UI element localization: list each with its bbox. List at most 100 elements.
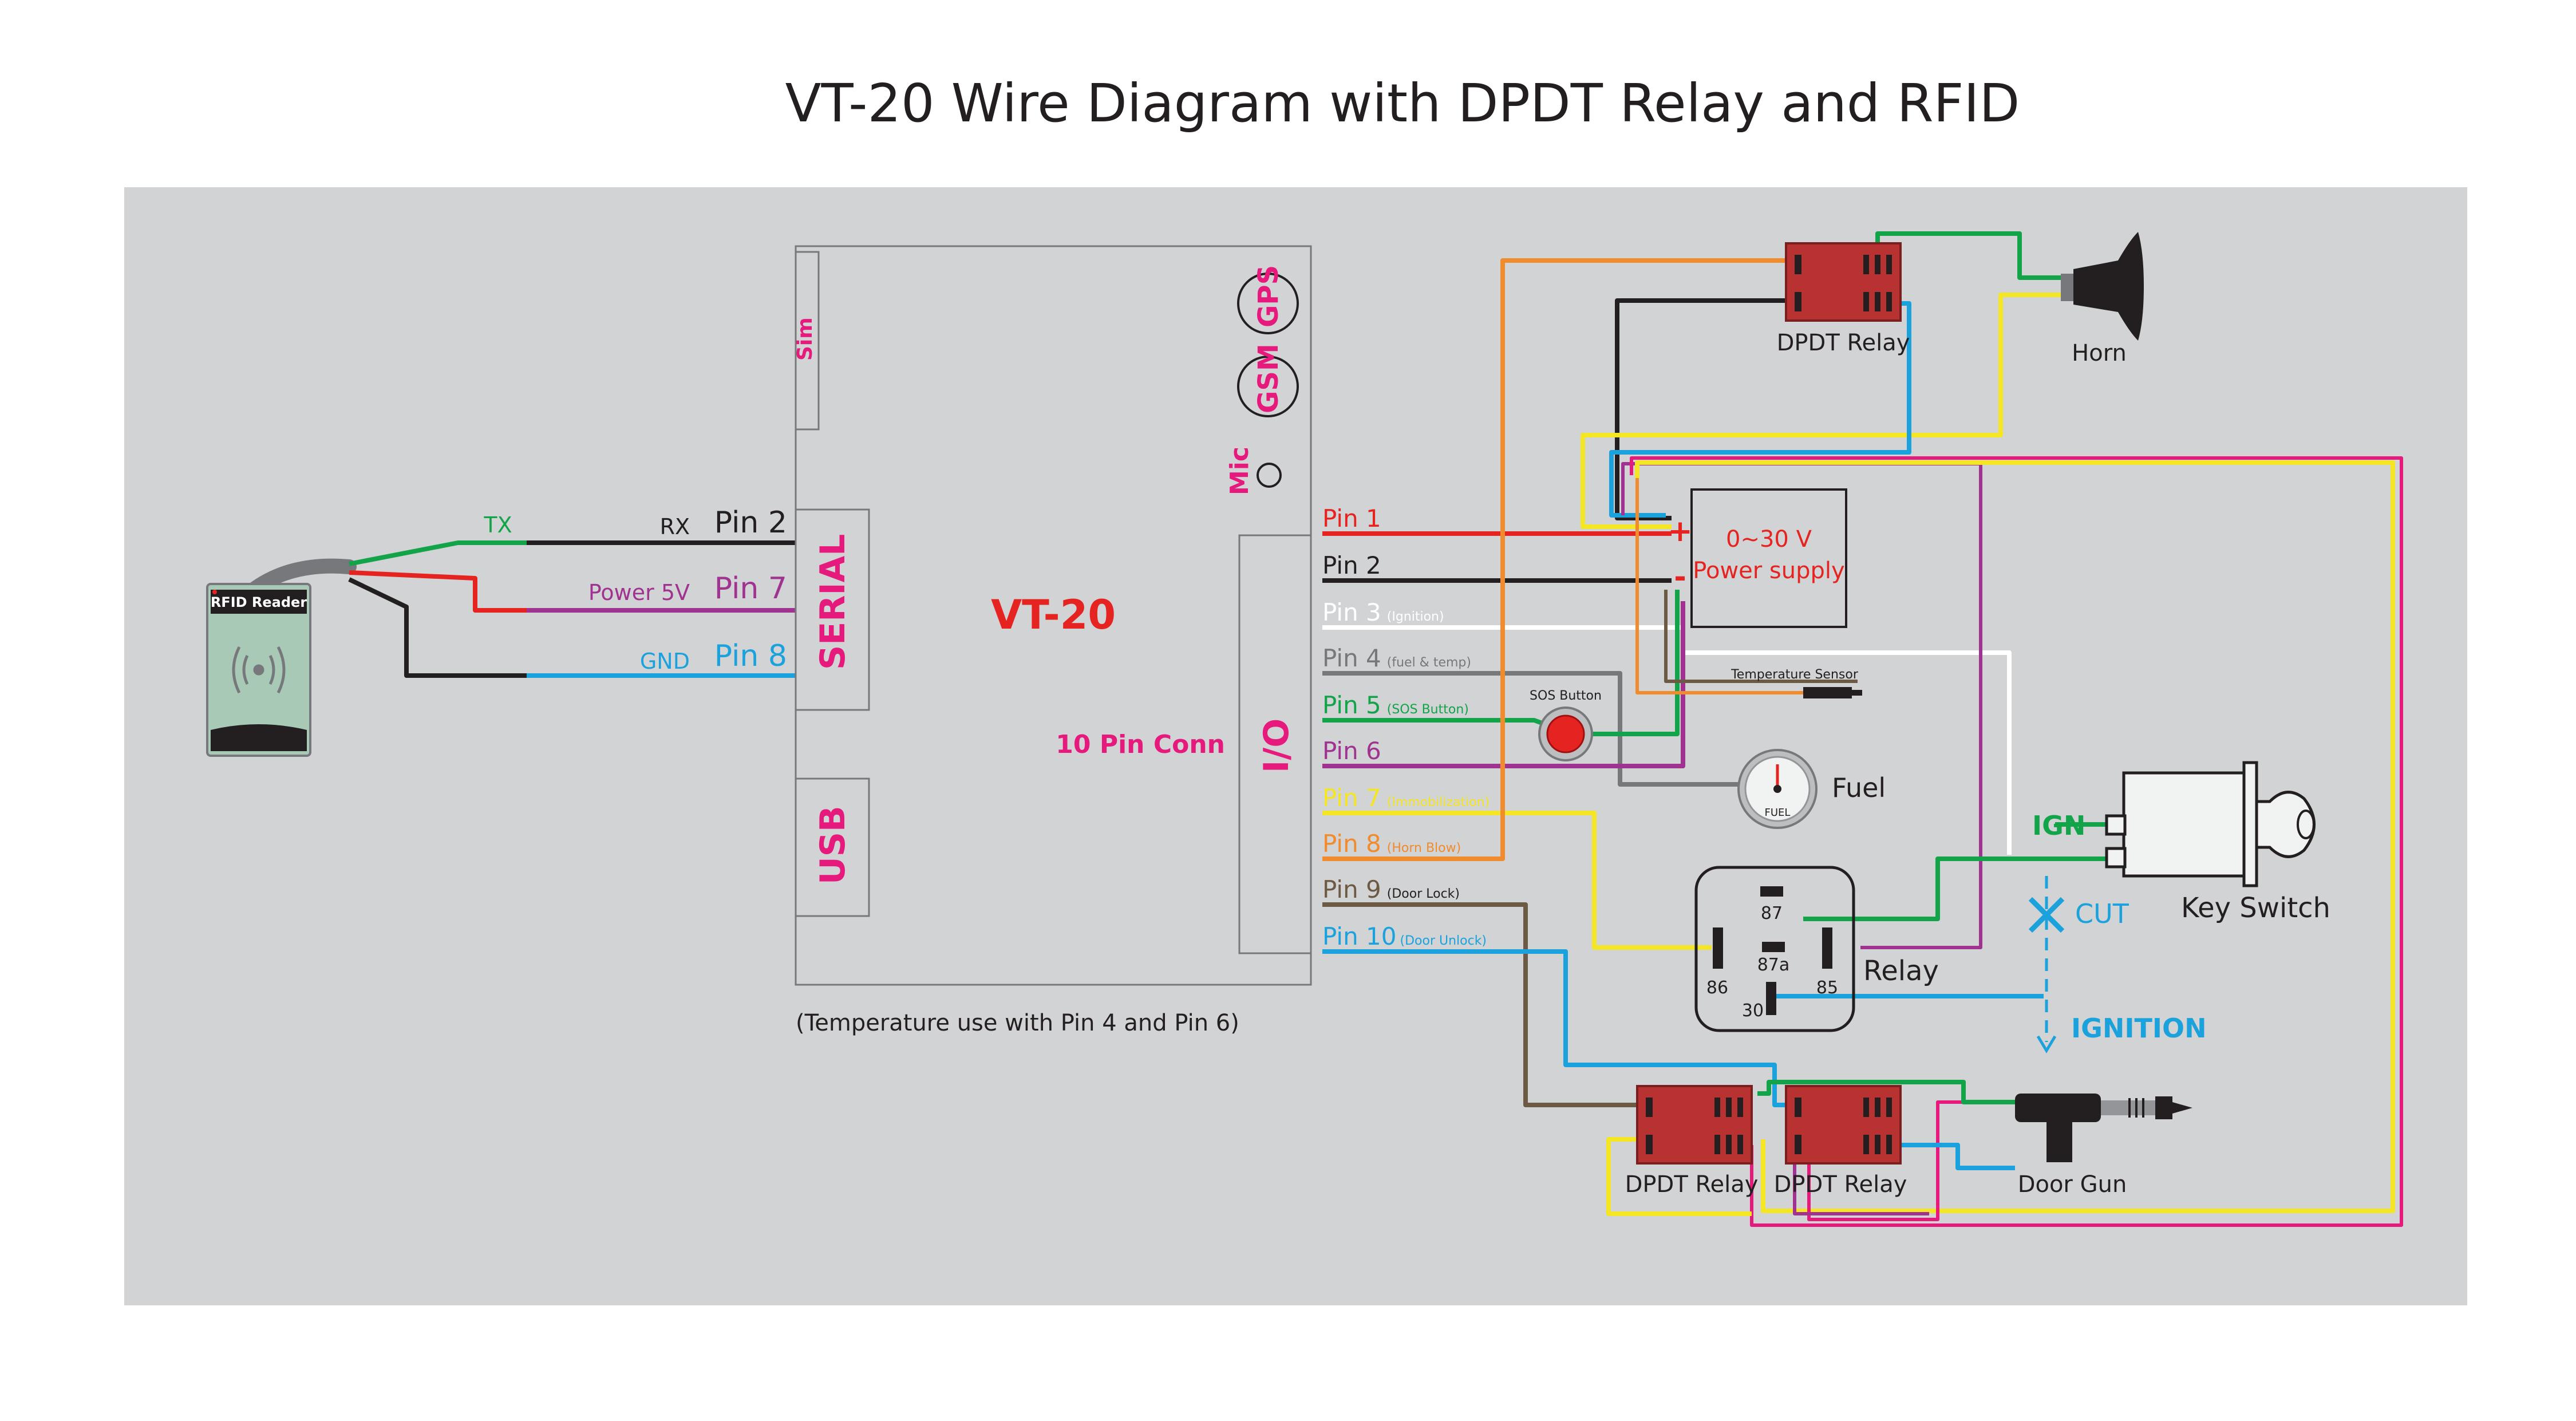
sos-button-icon bbox=[1546, 715, 1585, 753]
relay-87a: 87a bbox=[1757, 955, 1790, 975]
ign-label: IGN bbox=[2032, 810, 2085, 841]
relay-label: Relay bbox=[1863, 955, 1939, 987]
mic-icon bbox=[1257, 463, 1282, 488]
rfid-wave-icon bbox=[232, 646, 286, 694]
gsm-label: GSM bbox=[1253, 344, 1285, 413]
door-dpdt-relay-2: DPDT Relay bbox=[1774, 1085, 1907, 1198]
svg-text:Pin 6: Pin 6 bbox=[1322, 737, 1381, 765]
temperature-sensor: Temperature Sensor bbox=[1730, 668, 1862, 698]
door-gun-label: Door Gun bbox=[2018, 1171, 2127, 1198]
horn-dpdt-label: DPDT Relay bbox=[1777, 330, 1910, 356]
relay-30: 30 bbox=[1742, 1001, 1764, 1021]
usb-port bbox=[795, 777, 870, 917]
temp-sensor-label: Temperature Sensor bbox=[1730, 668, 1859, 682]
conn-label: 10 Pin Conn bbox=[1056, 730, 1225, 759]
svg-text:Pin 9(Door Lock): Pin 9 (Door Lock) bbox=[1322, 875, 1460, 903]
gps-label: GPS bbox=[1253, 265, 1285, 327]
io-pin-8: Pin 8 bbox=[1322, 830, 1381, 858]
sos-label: SOS Button bbox=[1530, 689, 1602, 703]
horn: Horn bbox=[2061, 232, 2144, 366]
temp-sensor-icon bbox=[1803, 687, 1852, 698]
svg-text:Pin 10(Door Unlock): Pin 10(Door Unlock) bbox=[1322, 922, 1487, 950]
relay-87: 87 bbox=[1761, 903, 1783, 923]
diagram-title: VT-20 Wire Diagram with DPDT Relay and R… bbox=[785, 73, 2020, 134]
serial-rx-label: RX bbox=[660, 514, 690, 539]
serial-port bbox=[795, 508, 870, 711]
ignition-label: IGNITION bbox=[2071, 1013, 2207, 1044]
usb-label: USB bbox=[813, 806, 853, 885]
io-pin-5-desc: (SOS Button) bbox=[1387, 702, 1469, 717]
horn-label: Horn bbox=[2072, 340, 2127, 366]
door-dpdt-1-label: DPDT Relay bbox=[1625, 1171, 1759, 1198]
power-supply: + - 0~30 V Power supply bbox=[1668, 488, 1847, 628]
serial-power-label: Power 5V bbox=[588, 580, 690, 605]
svg-text:Pin 2: Pin 2 bbox=[1322, 551, 1381, 579]
cut-icon bbox=[2028, 897, 2065, 933]
sos-button: SOS Button bbox=[1530, 689, 1602, 761]
io-pin-10-desc: (Door Unlock) bbox=[1400, 934, 1487, 948]
horn-dpdt-relay: DPDT Relay bbox=[1777, 242, 1910, 356]
door-dpdt-relay-1: DPDT Relay bbox=[1625, 1085, 1759, 1198]
io-pin-2: Pin 2 bbox=[1322, 551, 1381, 579]
serial-pin8: Pin 8 bbox=[714, 639, 787, 673]
relay-86: 86 bbox=[1706, 978, 1728, 998]
io-pin-8-desc: (Horn Blow) bbox=[1387, 841, 1461, 855]
gps-icon bbox=[1237, 273, 1299, 334]
vt20-device: Sim GPS GSM Mic SERIAL USB VT-20 I/O 10 … bbox=[793, 245, 1312, 1036]
sim-slot bbox=[795, 251, 820, 431]
io-pin-4-desc: (fuel & temp) bbox=[1387, 656, 1471, 670]
io-pin-7: Pin 7 bbox=[1322, 784, 1381, 812]
horn-icon bbox=[2073, 232, 2144, 341]
immobilizer-relay: 87 87a 86 85 30 Relay bbox=[1694, 866, 1939, 1032]
io-connector bbox=[1238, 534, 1312, 954]
rfid-label: RFID Reader bbox=[211, 594, 307, 610]
io-pin-labels: Pin 1 Pin 2 Pin 3 (Ignition) Pin 4 (fuel &… bbox=[1322, 504, 1490, 950]
ps-minus: - bbox=[1674, 560, 1686, 594]
io-pin-10: Pin 10 bbox=[1322, 922, 1397, 950]
sim-label: Sim bbox=[793, 317, 817, 361]
relay-85: 85 bbox=[1816, 978, 1838, 998]
serial-pin7: Pin 7 bbox=[714, 571, 787, 606]
door-gun: Door Gun bbox=[2015, 1094, 2192, 1198]
temperature-note: (Temperature use with Pin 4 and Pin 6) bbox=[796, 1010, 1239, 1036]
io-pin-6: Pin 6 bbox=[1322, 737, 1381, 765]
door-gun-icon bbox=[2015, 1094, 2101, 1122]
svg-text:Pin 8(Horn Blow): Pin 8 (Horn Blow) bbox=[1322, 830, 1461, 858]
io-pin-5: Pin 5 bbox=[1322, 691, 1381, 719]
door-dpdt-2-label: DPDT Relay bbox=[1774, 1171, 1907, 1198]
gsm-icon bbox=[1237, 356, 1299, 417]
device-name: VT-20 bbox=[991, 591, 1116, 638]
key-switch-label: Key Switch bbox=[2181, 892, 2330, 924]
fuel-gauge: FUEL Fuel bbox=[1737, 749, 1886, 829]
serial-pin2: Pin 2 bbox=[714, 506, 787, 540]
svg-text:Pin 1: Pin 1 bbox=[1322, 504, 1381, 532]
cut-label: CUT bbox=[2075, 898, 2129, 929]
io-pin-3-desc: (Ignition) bbox=[1387, 610, 1444, 624]
io-pin-3: Pin 3 bbox=[1322, 598, 1381, 626]
io-pin-4: Pin 4 bbox=[1322, 644, 1381, 672]
serial-label: SERIAL bbox=[813, 534, 853, 670]
fuel-gauge-text: FUEL bbox=[1765, 807, 1791, 819]
ignition-cut: CUT IGNITION bbox=[2028, 876, 2207, 1053]
key-icon bbox=[2255, 791, 2316, 858]
mic-label: Mic bbox=[1225, 447, 1254, 495]
serial-gnd-label: GND bbox=[640, 649, 690, 674]
svg-text:Pin 3(Ignition): Pin 3 (Ignition) bbox=[1322, 598, 1444, 626]
key-switch: Key Switch IGN bbox=[2032, 761, 2330, 924]
ps-plus: + bbox=[1668, 514, 1693, 548]
rfid-tx-label: TX bbox=[483, 512, 512, 538]
wires bbox=[239, 231, 2403, 1227]
rfid-reader: RFID Reader bbox=[206, 583, 311, 757]
io-pin-7-desc: (Immobilization) bbox=[1387, 795, 1490, 810]
fuel-label: Fuel bbox=[1832, 772, 1886, 803]
io-pin-9-desc: (Door Lock) bbox=[1387, 887, 1460, 901]
ps-voltage: 0~30 V bbox=[1726, 526, 1812, 552]
svg-text:Pin 5(SOS Button): Pin 5 (SOS Button) bbox=[1322, 691, 1469, 719]
io-pin-1: Pin 1 bbox=[1322, 504, 1381, 532]
svg-text:Pin 4(fuel & temp): Pin 4 (fuel & temp) bbox=[1322, 644, 1471, 672]
ps-label: Power supply bbox=[1693, 558, 1844, 584]
io-label: I/O bbox=[1257, 719, 1297, 773]
serial-pins: TX RX Pin 2 Power 5V Pin 7 GND Pin 8 bbox=[483, 506, 787, 674]
io-pin-9: Pin 9 bbox=[1322, 875, 1381, 903]
